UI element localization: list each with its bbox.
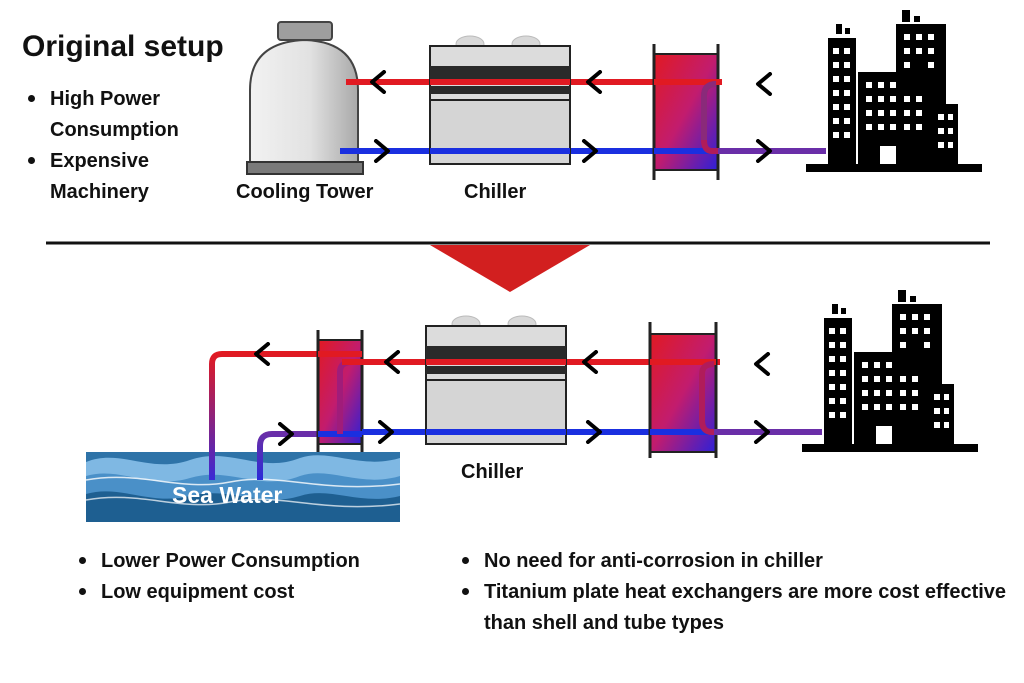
buildings-icon-bottom xyxy=(802,290,978,452)
buildings-icon xyxy=(806,10,982,172)
original-bullet-2: Expensive Machinery xyxy=(22,146,232,208)
original-bullet-1: High Power Consumption xyxy=(22,84,232,146)
chiller-icon xyxy=(429,35,571,165)
new-bullet-right-2: Titanium plate heat exchangers are more … xyxy=(456,577,1016,639)
new-bullet-left-1: Lower Power Consumption xyxy=(73,546,433,577)
sea-outlet-pipe xyxy=(209,351,318,480)
new-bullets-right: No need for anti-corrosion in chiller Ti… xyxy=(456,546,1016,639)
chiller-icon-bottom xyxy=(425,315,567,445)
heat-exchanger-icon xyxy=(652,44,722,180)
original-setup-title: Original setup xyxy=(22,30,224,63)
new-bullet-right-1: No need for anti-corrosion in chiller xyxy=(456,546,1016,577)
cooling-tower-label: Cooling Tower xyxy=(236,181,374,203)
sea-water-icon xyxy=(85,452,401,522)
sea-inlet-pipe xyxy=(257,431,318,480)
chiller-label-bottom: Chiller xyxy=(461,461,524,483)
down-arrow-icon xyxy=(430,245,590,292)
original-bullets: High Power Consumption Expensive Machine… xyxy=(22,84,232,208)
chiller-label-top: Chiller xyxy=(464,181,527,203)
new-bullet-left-2: Low equipment cost xyxy=(73,577,433,608)
cooling-tower-icon xyxy=(246,21,364,175)
new-bullets-left: Lower Power Consumption Low equipment co… xyxy=(73,546,433,608)
heat-exchanger-icon-bottom xyxy=(648,322,718,458)
sea-water-label: Sea Water xyxy=(172,482,283,508)
